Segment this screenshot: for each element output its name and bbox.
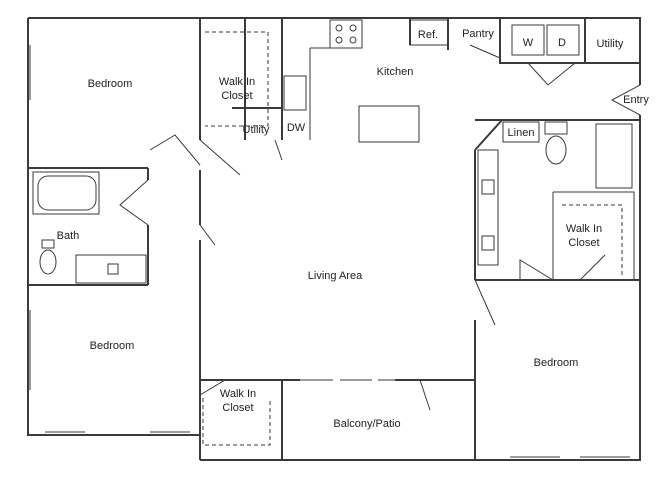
label-utility-left: Utility <box>243 124 270 136</box>
label-dishwasher: DW <box>287 122 306 134</box>
label-kitchen: Kitchen <box>377 66 414 78</box>
label-refrigerator: Ref. <box>418 29 438 41</box>
label-walk-in-closet-top-2: Closet <box>221 90 252 102</box>
label-walk-in-closet-bottom-2: Closet <box>222 402 253 414</box>
label-living-area: Living Area <box>308 270 363 282</box>
label-bedroom-bottom-left: Bedroom <box>90 340 135 352</box>
label-walk-in-closet-bottom: Walk In <box>220 388 256 400</box>
label-balcony: Balcony/Patio <box>333 418 400 430</box>
doors <box>119 44 641 411</box>
label-bath: Bath <box>57 230 80 242</box>
label-walk-in-closet-top: Walk In <box>219 76 255 88</box>
label-entry: Entry <box>623 94 649 106</box>
room-labels: Bedroom Walk In Closet Utility DW Kitche… <box>57 28 650 430</box>
walls <box>27 17 641 461</box>
label-pantry: Pantry <box>462 28 494 40</box>
label-walk-in-closet-right-2: Closet <box>568 237 599 249</box>
label-bedroom-top-left: Bedroom <box>88 78 133 90</box>
closet-dashes <box>202 31 623 446</box>
label-linen: Linen <box>508 127 535 139</box>
label-bedroom-right: Bedroom <box>534 357 579 369</box>
label-walk-in-closet-right: Walk In <box>566 223 602 235</box>
fixtures <box>32 19 635 284</box>
label-dryer: D <box>558 37 566 49</box>
windows <box>27 45 630 458</box>
label-washer: W <box>523 37 534 49</box>
label-utility-right: Utility <box>597 38 624 50</box>
